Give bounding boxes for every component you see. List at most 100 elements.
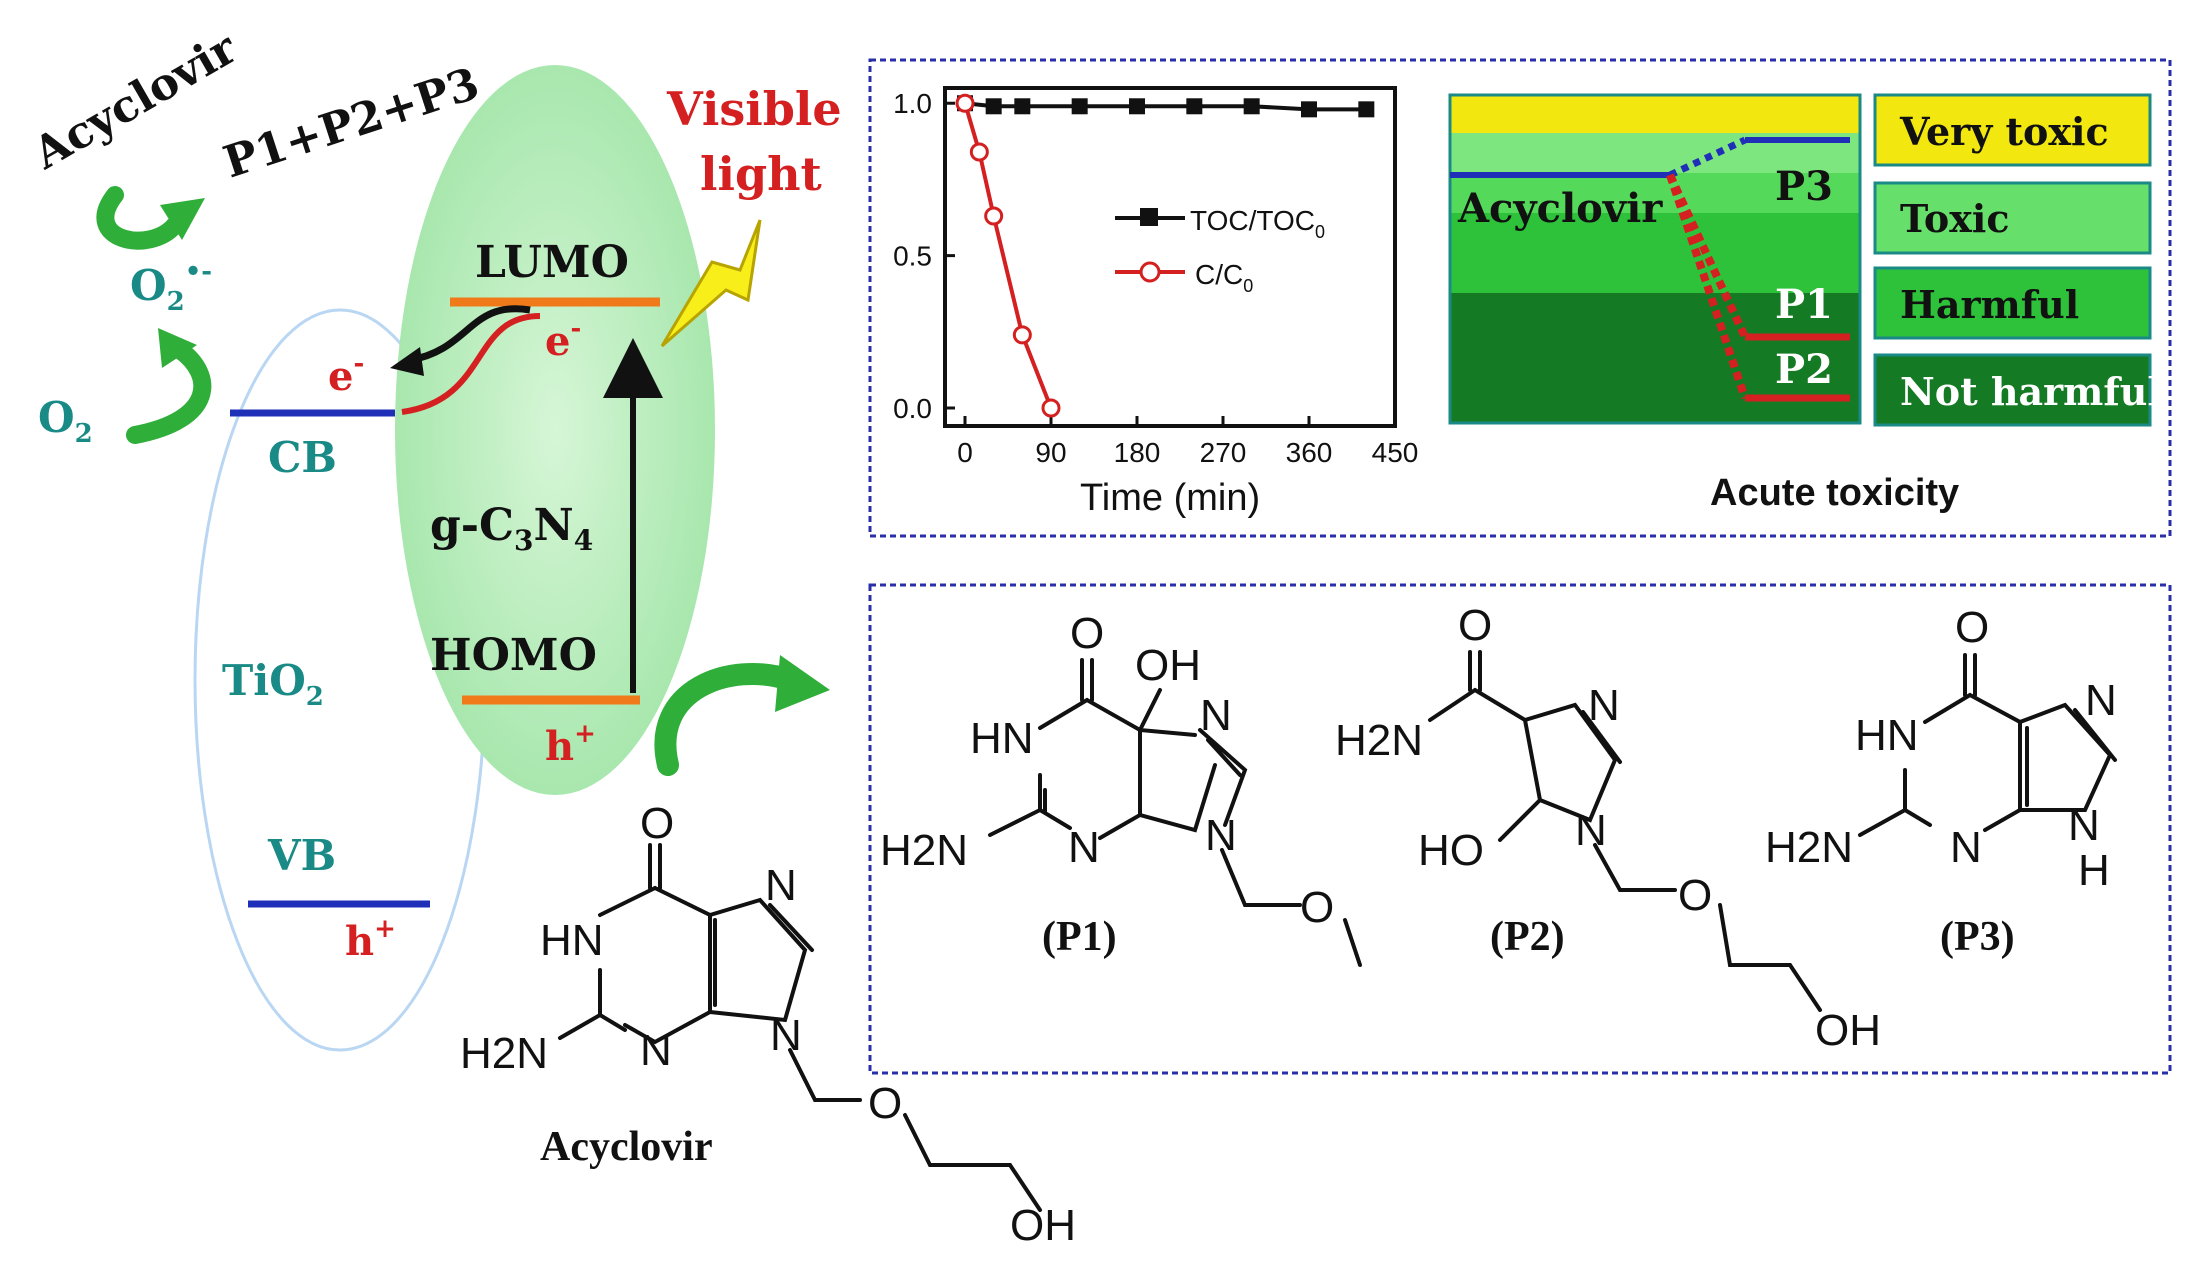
acyclovir-atom: N: [765, 861, 797, 910]
acyclovir-structure: O HN N H2N N N O OH Acyclovir: [460, 799, 1076, 1250]
p2-structure: O H2N N HO N O OH (P2): [1335, 601, 1881, 1055]
tox-p1-label: P1: [1775, 281, 1833, 328]
p3-atom: HN: [1855, 711, 1919, 760]
products-reactant-label: Acyclovir: [24, 23, 246, 180]
chart-point-square: [1301, 101, 1317, 118]
acyclovir-atom: N: [770, 1011, 802, 1060]
oxygen-label: O2: [38, 393, 93, 449]
chart-point-circle: [969, 142, 989, 162]
curved-green-arrow-icon: [96, 186, 205, 250]
p2-atom: H2N: [1335, 716, 1423, 765]
electron-transfer-black: [409, 305, 531, 364]
tox-legend-label: Very toxic: [1899, 109, 2109, 154]
chart-point-circle: [1012, 325, 1032, 345]
chart-point-square: [1129, 98, 1145, 115]
chart-x-tick-label: 180: [1114, 437, 1161, 468]
path-to-p3: [1668, 136, 1747, 179]
p2-atom: N: [1588, 681, 1620, 730]
tox-legend-label: Harmful: [1900, 282, 2079, 327]
chart-point-square: [985, 98, 1002, 115]
tox-frame: [1448, 93, 1862, 425]
chart-point-circle: [1041, 398, 1061, 418]
p1-atom: H2N: [880, 826, 968, 875]
visible-light-label: Visible: [666, 82, 842, 136]
p1-atom: HN: [970, 714, 1034, 763]
acyclovir-atom: O: [868, 1079, 902, 1128]
p3-caption: (P3): [1940, 914, 2015, 960]
results-panel: [868, 58, 2172, 538]
legend-label-toc: TOC/TOC0: [1190, 205, 1325, 242]
chart-ticks: 0 90 180 270 360 450 0.0 0.5 1.0: [893, 88, 1418, 468]
p2-atom: OH: [1815, 1006, 1881, 1055]
p3-atom: N: [2085, 676, 2117, 725]
p1-atom: OH: [1135, 641, 1201, 690]
p3-atom: O: [1955, 603, 1989, 652]
p1-atom: N: [1205, 811, 1237, 860]
electron-transfer-red: [401, 313, 541, 415]
legend-label-c: C/C0: [1195, 259, 1253, 296]
chart-x-tick-label: 0: [957, 437, 973, 468]
chart-y-tick-label: 0.0: [893, 393, 932, 424]
legend-marker-circle: [1139, 261, 1161, 283]
tio2-label: TiO2: [222, 656, 324, 712]
p3-atom: H2N: [1765, 823, 1853, 872]
chart-y-tick-label: 1.0: [893, 88, 932, 119]
p1-atom: O: [1070, 609, 1104, 658]
p1-atom: N: [1200, 691, 1232, 740]
p2-caption: (P2): [1490, 914, 1565, 960]
p3-atom: N: [2068, 801, 2100, 850]
tox-legend-very-toxic: [1873, 93, 2152, 167]
chart-point-square: [1071, 98, 1088, 115]
gcn-label: g-C3N4: [430, 500, 593, 557]
p1-atom: N: [1068, 823, 1100, 872]
hole-label-homo: h+: [545, 719, 596, 770]
gc3n4-particle: [395, 65, 715, 795]
p1-structure: O OH HN N H2N N N O (P1): [880, 609, 1362, 967]
tox-band-very-toxic: [1450, 95, 1860, 133]
chart-y-tick-label: 0.5: [893, 241, 932, 272]
intermediates-panel: [868, 583, 2172, 1075]
chart-point-square: [1186, 98, 1203, 115]
chart-x-tick-label: 450: [1372, 437, 1419, 468]
tox-band-toxic: [1450, 173, 1860, 213]
chart-point-square: [1243, 98, 1260, 115]
p3-atom: N: [1950, 823, 1982, 872]
acyclovir-caption: Acyclovir: [540, 1124, 713, 1170]
tox-legend-harmful: [1873, 266, 2152, 340]
p2-atom: O: [1458, 601, 1492, 650]
acyclovir-atom: OH: [1010, 1201, 1076, 1250]
lumo-label: LUMO: [475, 237, 629, 288]
legend-marker-square: [1140, 208, 1158, 226]
electron-label-cb: e-: [328, 349, 364, 400]
acyclovir-atom: O: [640, 799, 674, 848]
chart-x-tick-label: 270: [1200, 437, 1247, 468]
p3-structure: O HN N H2N N N H (P3): [1765, 603, 2117, 960]
tox-legend-not-harmful: [1873, 353, 2152, 427]
tox-title: Acute toxicity: [1710, 472, 1959, 514]
p1-atom: O: [1300, 883, 1334, 932]
tox-p2-label: P2: [1775, 346, 1833, 393]
chart-point-square: [1014, 98, 1031, 115]
homo-label: HOMO: [430, 630, 597, 681]
tox-band-harmful: [1450, 213, 1860, 293]
path-to-p2: [1666, 173, 1749, 400]
electron-label-lumo: e-: [545, 314, 581, 365]
chart-point-square: [1358, 101, 1375, 118]
chart-x-tick-label: 90: [1035, 437, 1066, 468]
tox-reactant-label: Acyclovir: [1457, 185, 1663, 232]
tox-legend-label: Not harmful: [1900, 369, 2162, 414]
tox-legend-toxic: [1873, 181, 2152, 255]
tox-p3-label: P3: [1775, 163, 1833, 210]
acyclovir-atom: HN: [540, 916, 604, 965]
curved-green-arrow-icon: [654, 655, 830, 776]
acyclovir-atom: H2N: [460, 1029, 548, 1078]
chart-x-tick-label: 360: [1286, 437, 1333, 468]
p2-atom: N: [1575, 806, 1607, 855]
p2-atom: O: [1678, 871, 1712, 920]
lightning-bolt-icon: [660, 219, 762, 348]
chart-series: [955, 93, 1375, 418]
p3-atom: H: [2078, 846, 2110, 895]
chart-legend: TOC/TOC0 C/C0: [1115, 205, 1325, 296]
